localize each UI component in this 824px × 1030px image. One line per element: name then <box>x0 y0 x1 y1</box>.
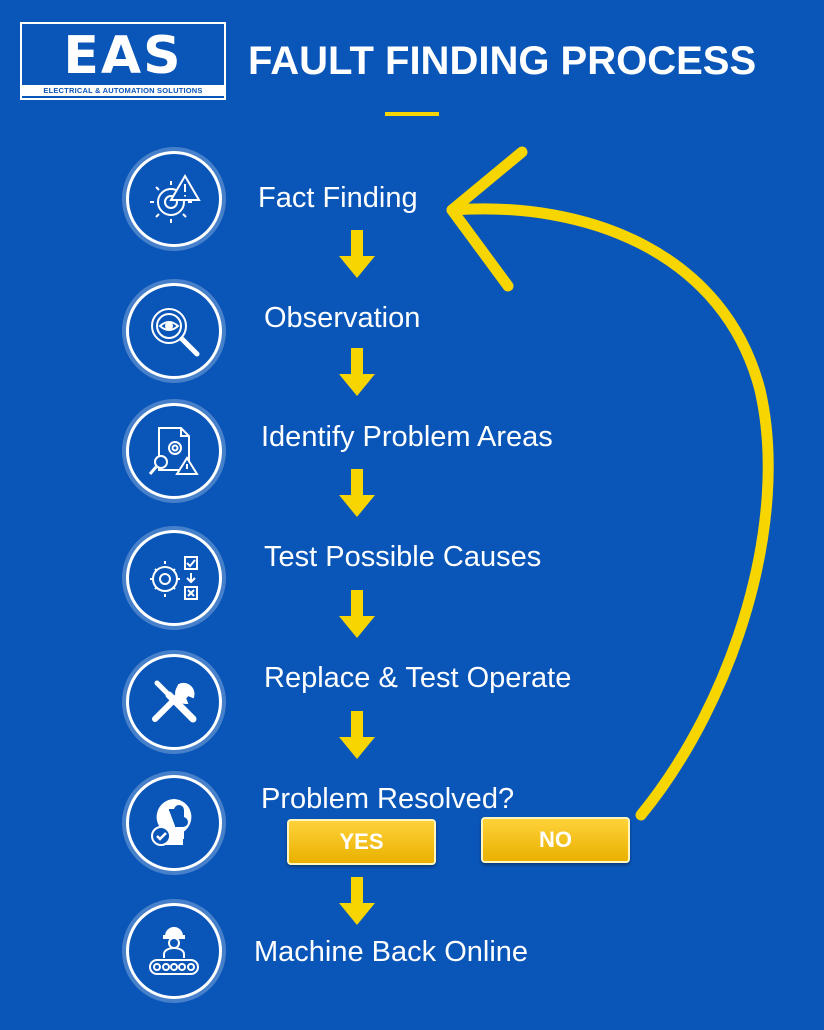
step-label-observation: Observation <box>264 302 421 334</box>
step-label-test-possible-causes: Test Possible Causes <box>264 541 542 573</box>
down-arrow-4 <box>339 590 375 638</box>
magnifier-eye-icon <box>126 283 222 379</box>
document-gear-search-icon <box>126 403 222 499</box>
title-underline <box>385 112 439 116</box>
gear-checklist-icon <box>126 530 222 626</box>
logo-subtitle: ELECTRICAL & AUTOMATION SOLUTIONS <box>22 85 224 96</box>
page-title: FAULT FINDING PROCESS <box>248 39 757 83</box>
down-arrow-5 <box>339 711 375 759</box>
bulb-puzzle-check-icon <box>126 775 222 871</box>
step-label-replace-test-operate: Replace & Test Operate <box>264 662 572 694</box>
no-button[interactable]: NO <box>481 817 630 863</box>
step-label-machine-back-online: Machine Back Online <box>254 936 529 968</box>
worker-conveyor-icon <box>126 903 222 999</box>
wrench-screwdriver-icon <box>126 654 222 750</box>
step-label-fact-finding: Fact Finding <box>258 182 418 214</box>
down-arrow-3 <box>339 469 375 517</box>
gear-warning-icon <box>126 151 222 247</box>
down-arrow-1 <box>339 230 375 278</box>
down-arrow-2 <box>339 348 375 396</box>
eas-logo: EAS ELECTRICAL & AUTOMATION SOLUTIONS <box>20 22 226 100</box>
yes-button[interactable]: YES <box>287 819 436 865</box>
logo-letters: EAS <box>63 26 183 86</box>
step-label-problem-resolved: Problem Resolved? <box>261 783 515 815</box>
step-label-identify-problem-areas: Identify Problem Areas <box>261 421 553 453</box>
down-arrow-6 <box>339 877 375 925</box>
